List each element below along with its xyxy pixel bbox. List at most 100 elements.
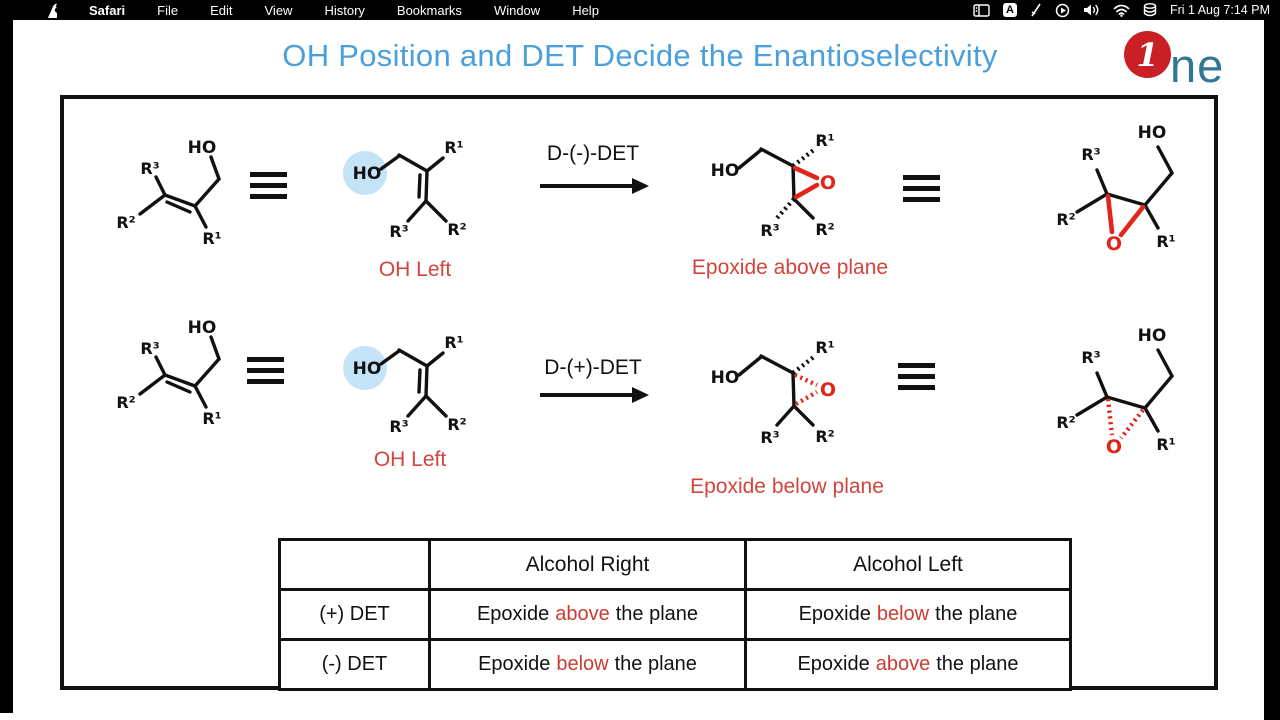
- bond-lines: [737, 354, 819, 427]
- substrate-caption-row2: OH Left: [373, 448, 447, 471]
- ho-label: HO: [1138, 326, 1167, 346]
- r2-label: R²: [116, 393, 135, 412]
- menu-clock[interactable]: Fri 1 Aug 7:14 PM: [1169, 3, 1270, 17]
- apple-icon: [47, 3, 57, 18]
- r1-label: R¹: [202, 409, 221, 428]
- screen-record-icon[interactable]: [1055, 3, 1070, 18]
- ho-label: HO: [711, 368, 740, 388]
- equivalence-icon: [898, 363, 935, 390]
- o-label: O: [1106, 436, 1122, 458]
- r3-label: R³: [389, 417, 408, 436]
- cell-text: the plane: [936, 653, 1019, 675]
- right-letterbox-bar: [1264, 20, 1280, 720]
- ho-label: HO: [188, 318, 217, 338]
- table-cell: Epoxide above the plane: [747, 641, 1069, 688]
- bond-lines: [737, 147, 820, 220]
- input-source-icon[interactable]: A: [1002, 3, 1017, 17]
- bond-lines: [138, 155, 221, 229]
- substrate-caption-row1: OH Left: [378, 258, 452, 281]
- r2-label: R²: [447, 220, 466, 239]
- table-cell: Epoxide below the plane: [747, 591, 1069, 638]
- structure-allylic-alcohol-right-row2: HO R³ R² R¹: [116, 318, 221, 428]
- ho-label: HO: [711, 161, 740, 181]
- structure-epoxide-below-row2: HO R¹ O R³ R²: [711, 338, 836, 447]
- table-corner-cell: [281, 541, 428, 588]
- o-label: O: [1106, 233, 1122, 255]
- page-title: OH Position and DET Decide the Enantiose…: [282, 38, 998, 73]
- oh-highlight: [343, 346, 387, 390]
- structure-epoxide-above-row1: HO R¹ O R³ R²: [711, 131, 836, 240]
- cell-text: Epoxide: [476, 603, 550, 625]
- product-caption-row1: Epoxide above plane: [691, 256, 889, 279]
- r1-label: R¹: [1156, 232, 1175, 251]
- table-header-alcohol-right: Alcohol Right: [431, 541, 744, 588]
- menu-item-view[interactable]: View: [264, 2, 293, 18]
- reagent-label-row1: D-(-)-DET: [546, 142, 640, 165]
- menu-item-help[interactable]: Help: [572, 2, 599, 18]
- ho-label: HO: [1138, 123, 1167, 143]
- o-label: O: [820, 379, 836, 401]
- structure-epoxide-mirror-row1: R³ HO R² O R¹: [1056, 123, 1175, 255]
- menu-item-history[interactable]: History: [324, 2, 365, 18]
- cell-keyword: below: [556, 653, 609, 675]
- table-row-label: (-) DET: [281, 641, 428, 688]
- bond-lines: [1075, 348, 1174, 440]
- menu-item-window[interactable]: Window: [493, 2, 541, 18]
- r1-label: R¹: [815, 131, 834, 150]
- r2-label: R²: [815, 427, 834, 446]
- volume-icon[interactable]: [1083, 3, 1100, 17]
- structure-allylic-alcohol-right-row1: HO R³ R² R¹: [116, 138, 221, 248]
- r3-label: R³: [140, 159, 159, 178]
- logo-ne-text: ne: [1170, 39, 1225, 92]
- r1-label: R¹: [202, 229, 221, 248]
- structure-epoxide-mirror-row2: R³ HO R² O R¹: [1056, 326, 1175, 458]
- backup-stack-icon[interactable]: [1143, 3, 1157, 17]
- equivalence-icon: [250, 172, 287, 199]
- o-label: O: [820, 172, 836, 194]
- cell-text: the plane: [615, 603, 699, 625]
- ho-label: HO: [188, 138, 217, 158]
- logo-one-disc: 1: [1124, 31, 1171, 78]
- r3-label: R³: [1081, 348, 1100, 367]
- menu-item-safari[interactable]: Safari: [89, 2, 126, 18]
- cell-text: Epoxide: [797, 653, 870, 675]
- table-header-alcohol-left: Alcohol Left: [747, 541, 1069, 588]
- bond-lines: [138, 335, 221, 409]
- left-letterbox-bar: [0, 20, 13, 713]
- wifi-icon[interactable]: [1113, 4, 1130, 17]
- r1-label: R¹: [444, 333, 463, 352]
- sidebar-status-icon[interactable]: [973, 3, 990, 17]
- r3-label: R³: [760, 221, 779, 240]
- r1-label: R¹: [444, 138, 463, 157]
- apple-menu[interactable]: [44, 3, 57, 18]
- equivalence-icon: [247, 357, 284, 384]
- ho-label: HO: [353, 164, 382, 184]
- bond-lines: [1075, 145, 1174, 238]
- r3-label: R³: [760, 428, 779, 447]
- menu-item-edit[interactable]: Edit: [210, 2, 233, 18]
- oh-highlight: [343, 151, 387, 195]
- reaction-arrow-row1: [540, 178, 649, 194]
- table-cell: Epoxide below the plane: [431, 641, 744, 688]
- product-caption-row2: Epoxide below plane: [690, 475, 884, 498]
- r2-label: R²: [447, 415, 466, 434]
- equivalence-icon: [903, 175, 940, 202]
- cell-keyword: above: [555, 603, 610, 625]
- brand-logo: 1 ne: [1124, 28, 1254, 89]
- table-row-label: (+) DET: [281, 591, 428, 638]
- cell-keyword: above: [875, 653, 931, 675]
- table-cell: Epoxide above the plane: [431, 591, 744, 638]
- slash-icon[interactable]: [1030, 3, 1042, 17]
- r3-label: R³: [389, 222, 408, 241]
- r2-label: R²: [1056, 413, 1075, 432]
- r1-label: R¹: [815, 338, 834, 357]
- reagent-label-row2: D-(+)-DET: [544, 356, 642, 379]
- r2-label: R²: [116, 213, 135, 232]
- structure-allylic-alcohol-left-row1: HO R¹ R³ R²: [343, 138, 467, 241]
- r3-label: R³: [140, 339, 159, 358]
- cell-text: the plane: [935, 603, 1018, 625]
- bond-lines: [379, 153, 448, 223]
- menu-item-bookmarks[interactable]: Bookmarks: [396, 2, 462, 18]
- menu-item-file[interactable]: File: [157, 2, 179, 18]
